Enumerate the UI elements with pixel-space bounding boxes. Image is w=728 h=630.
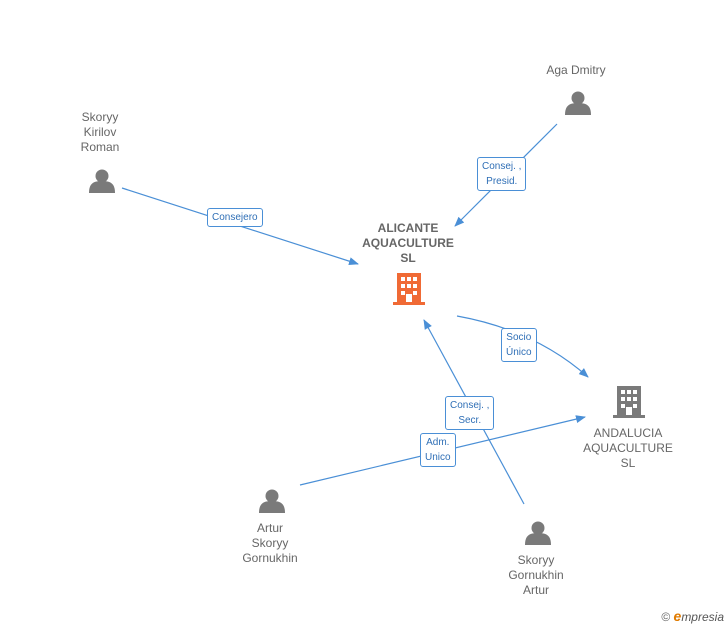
- company-label-andalucia[interactable]: ANDALUCIA AQUACULTURE SL: [583, 426, 673, 470]
- copyright-symbol: ©: [661, 610, 671, 624]
- building-icon: [393, 273, 425, 305]
- edge-label-consej-presid[interactable]: Consej. , Presid.: [477, 157, 527, 191]
- person-icon: [89, 169, 115, 193]
- company-label-alicante[interactable]: ALICANTE AQUACULTURE SL: [362, 221, 454, 265]
- brand-watermark: © empresia: [661, 608, 724, 624]
- person-label-aga-dmitry[interactable]: Aga Dmitry: [546, 63, 606, 77]
- person-label-artur-skoryy-gornukhin[interactable]: Artur Skoryy Gornukhin: [242, 521, 298, 565]
- person-icon: [525, 521, 551, 545]
- building-icon: [613, 386, 645, 418]
- edge-label-consej-secr[interactable]: Consej. , Secr.: [445, 396, 495, 430]
- edge-label-adm-unico[interactable]: Adm. Unico: [420, 433, 456, 467]
- brand-logo-e: e: [673, 608, 682, 624]
- person-label-skoryy-kirilov-roman[interactable]: Skoryy Kirilov Roman: [80, 110, 120, 154]
- edge-label-socio-unico[interactable]: Socio Único: [501, 328, 537, 362]
- brand-name: mpresia: [681, 610, 724, 624]
- edge-label-consejero[interactable]: Consejero: [207, 208, 263, 227]
- person-icon: [565, 91, 591, 115]
- person-label-skoryy-gornukhin-artur[interactable]: Skoryy Gornukhin Artur: [508, 553, 564, 597]
- person-icon: [259, 489, 285, 513]
